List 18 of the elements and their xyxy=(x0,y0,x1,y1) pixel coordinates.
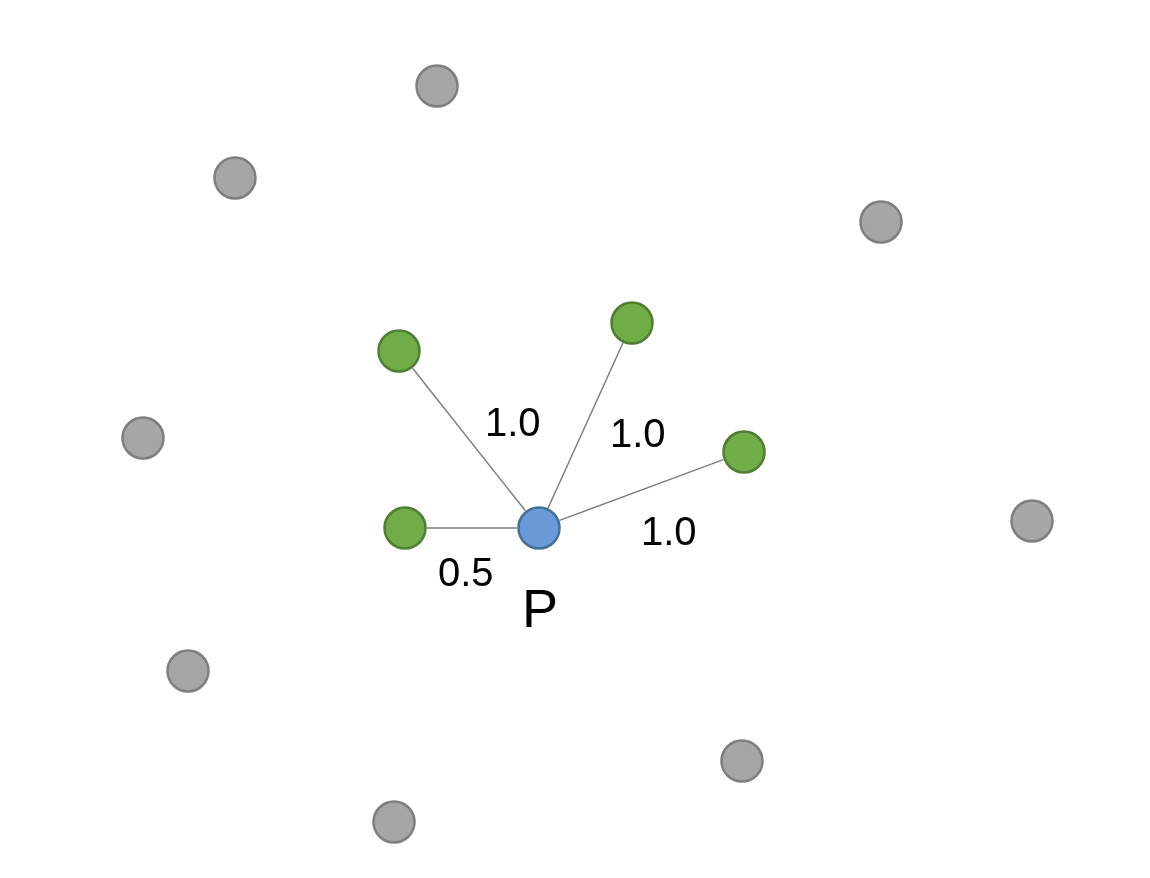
data-point xyxy=(1010,499,1054,543)
data-point xyxy=(372,800,416,844)
data-point xyxy=(166,649,210,693)
connector-line xyxy=(547,342,624,509)
data-point xyxy=(415,64,459,108)
data-point xyxy=(859,200,903,244)
neighbor-point xyxy=(383,506,427,550)
connector-line xyxy=(426,527,518,529)
connector-line xyxy=(558,458,725,522)
neighbor-point xyxy=(377,329,421,373)
data-point xyxy=(213,156,257,200)
data-point xyxy=(121,416,165,460)
neighbor-point xyxy=(722,430,766,474)
neighbor-point xyxy=(610,301,654,345)
query-point xyxy=(517,506,561,550)
data-point xyxy=(720,739,764,783)
point-label: P xyxy=(522,581,559,635)
connector-line xyxy=(411,367,527,512)
